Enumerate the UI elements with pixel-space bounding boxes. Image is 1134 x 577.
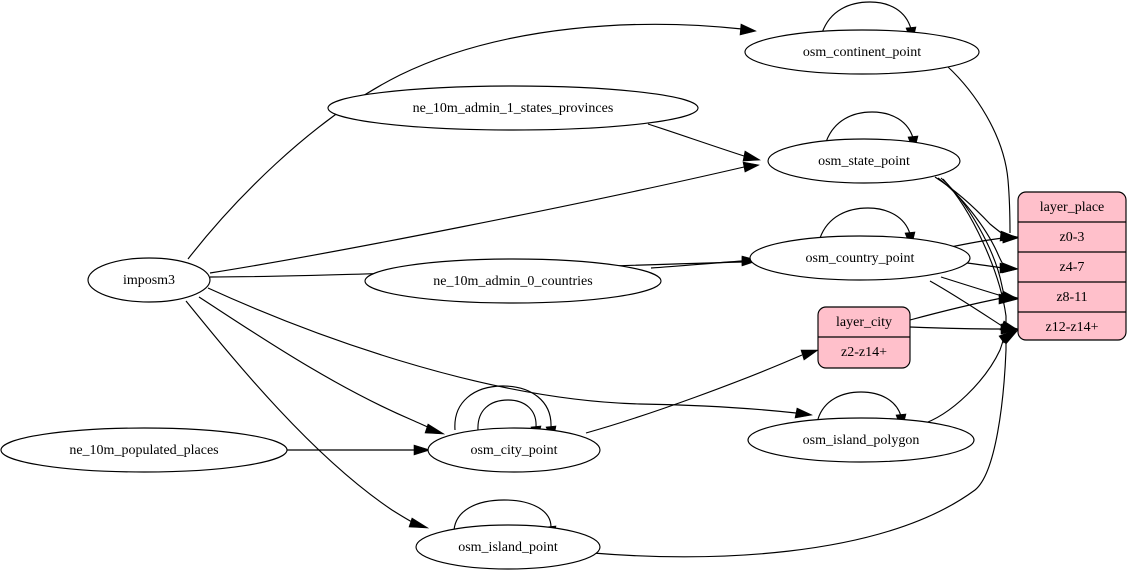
edge-osm_country_point-to-layer_place-z12-z14 [929, 280, 1003, 327]
arrowhead-icon [742, 161, 760, 173]
edge-imposm3-to-osm_island_point [185, 300, 415, 524]
edge-osm_state_point-to-layer_place-z0-3 [934, 176, 1005, 236]
edge-osm_city_point-self-loop-inner [477, 399, 537, 431]
arrowhead-icon [1001, 232, 1019, 244]
edge-osm_island_point-self-loop [453, 499, 552, 531]
arrowhead-icon [1000, 329, 1019, 345]
arrowhead-icon [800, 349, 819, 361]
node-group: imposm3 ne_10m_admin_1_states_provinces … [0, 29, 980, 570]
node-ne_10m_populated_places[interactable]: ne_10m_populated_places [0, 427, 288, 473]
edge-osm_continent_point-to-layer_place-z0-3 [946, 65, 1011, 234]
edge-osm_state_point-to-layer_place-z8-11 [940, 177, 1005, 297]
arrowhead-icon [742, 150, 761, 162]
node-osm_country_point[interactable]: osm_country_point [749, 235, 971, 281]
edge-layer_city-to-layer_place-z12-z14 [909, 326, 1003, 330]
node-ne_10m_admin_1_states_provinces[interactable]: ne_10m_admin_1_states_provinces [327, 85, 699, 131]
arrowhead-icon [408, 517, 430, 529]
edge-ne_10m_admin_1_states_provinces-to-osm_state_point [647, 123, 745, 157]
arrowhead-icon [413, 444, 432, 456]
arrowhead-icon [794, 407, 813, 419]
arrowhead-icon [424, 423, 446, 435]
edge-ne_10m_admin_0_countries-to-osm_country_point [650, 260, 743, 269]
node-osm_city_point[interactable]: osm_city_point [427, 427, 601, 473]
edge-imposm3-to-osm_island_polygon [207, 287, 797, 414]
node-osm_continent_point[interactable]: osm_continent_point [744, 29, 980, 75]
record-layer_place[interactable]: layer_place z0-3 z4-7 z8-11 z12-z14+ [1017, 191, 1127, 341]
node-shape-ellipse[interactable] [747, 417, 975, 463]
node-shape-ellipse[interactable] [87, 257, 211, 303]
edge-osm_country_point-to-layer_place-z8-11 [940, 276, 1003, 297]
node-osm_island_polygon[interactable]: osm_island_polygon [747, 417, 975, 463]
arrowhead-icon [1001, 292, 1019, 304]
node-osm_island_point[interactable]: osm_island_point [415, 524, 601, 570]
node-shape-ellipse[interactable] [0, 427, 288, 473]
arrowhead-icon [739, 23, 757, 36]
node-shape-ellipse[interactable] [749, 235, 971, 281]
edge-osm_island_polygon-to-layer_place-z12-z14 [919, 334, 1005, 426]
arrowhead-icon [1001, 262, 1019, 274]
node-osm_state_point[interactable]: osm_state_point [767, 138, 961, 184]
node-shape-ellipse[interactable] [327, 85, 699, 131]
node-shape-ellipse[interactable] [767, 138, 961, 184]
record-layer_city[interactable]: layer_city z2-z14+ [817, 306, 911, 369]
node-shape-ellipse[interactable] [415, 524, 601, 570]
record-layer_place-body[interactable] [1017, 191, 1127, 341]
edge-imposm3-to-osm_city_point [198, 296, 431, 429]
edge-osm_city_point-self-loop-outer [454, 385, 552, 431]
edge-imposm3-to-osm_state_point [209, 166, 745, 274]
node-shape-ellipse[interactable] [427, 427, 601, 473]
node-imposm3[interactable]: imposm3 [87, 257, 211, 303]
edge-layer_city-to-layer_place-z8-11 [909, 297, 1003, 321]
edge-osm_country_point-self-loop [819, 207, 911, 239]
edge-osm_island_polygon-self-loop [817, 391, 902, 420]
edge-osm_continent_point-self-loop [821, 1, 912, 34]
edge-osm_state_point-self-loop [825, 111, 914, 143]
edge-osm_island_point-to-layer_place-z12-z14 [592, 336, 1007, 558]
node-shape-ellipse[interactable] [744, 29, 980, 75]
edge-osm_city_point-to-layer_city-z2-z14 [585, 354, 803, 434]
node-ne_10m_admin_0_countries[interactable]: ne_10m_admin_0_countries [364, 258, 662, 304]
node-shape-ellipse[interactable] [364, 258, 662, 304]
edge-imposm3-to-osm_continent_point [187, 23, 743, 260]
